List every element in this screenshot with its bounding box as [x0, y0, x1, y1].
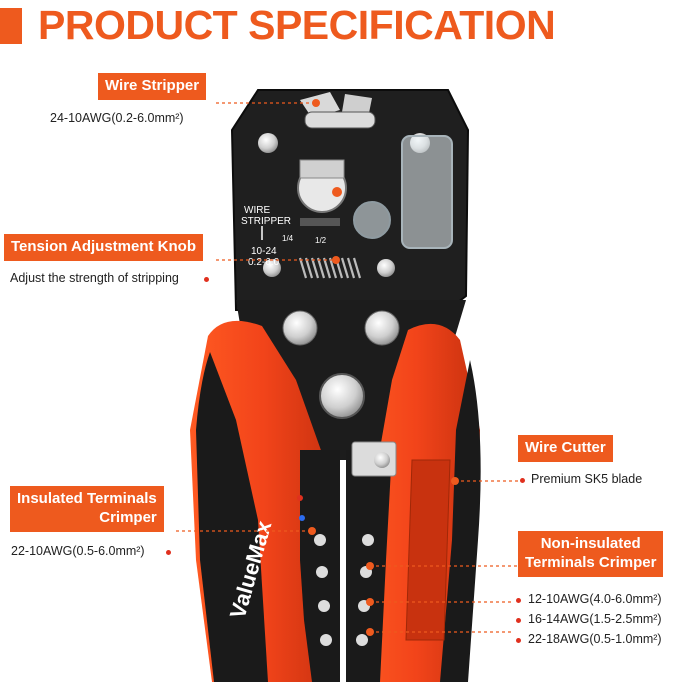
non-insulated-crimper-label: Non-insulated Terminals Crimper — [518, 531, 664, 577]
crimping-jaw-left — [300, 450, 340, 682]
header-accent-bar — [0, 8, 22, 44]
bullet-dot — [204, 277, 209, 282]
marking-range: 10-24 — [251, 246, 277, 257]
bullet-dot — [520, 478, 525, 483]
marking-quarter: 1/4 — [282, 234, 294, 243]
pivot-rivet-right — [364, 310, 400, 346]
cutter-blade — [351, 441, 397, 477]
marking-half: 1/2 — [315, 236, 327, 245]
svg-text:WIRE STRIPPER: WIRE STRIPPER — [241, 205, 291, 227]
page-title: PRODUCT SPECIFICATION — [38, 2, 556, 48]
marking-range-mm: 0.2-6.0 — [248, 257, 280, 268]
wire-stripper-label: Wire Stripper — [98, 73, 207, 100]
wire-cutter-label: Wire Cutter — [518, 435, 613, 462]
head-rivet-left — [258, 133, 278, 153]
marking-stripper: STRIPPER — [241, 216, 291, 227]
insulated-crimper-label: Insulated Terminals Crimper — [10, 486, 164, 532]
bullet-dot — [516, 618, 521, 623]
wire-stripper-spec: 24-10AWG(0.2-6.0mm²) — [50, 111, 184, 125]
insulated-crimper-spec: 22-10AWG(0.5-6.0mm²) — [11, 544, 145, 558]
tension-knob-spec: Adjust the strength of stripping — [10, 271, 179, 285]
bullet-dot — [516, 638, 521, 643]
wire-cutter-spec: Premium SK5 blade — [531, 472, 643, 486]
non-insulated-spec-2: 16-14AWG(1.5-2.5mm²) — [528, 612, 662, 626]
non-insulated-spec-1: 12-10AWG(4.0-6.0mm²) — [528, 592, 662, 606]
bullet-dot — [166, 550, 171, 555]
pivot-rivet-left — [282, 310, 318, 346]
marking-wire: WIRE — [244, 205, 270, 216]
wire-length-gauge — [401, 135, 453, 249]
tension-knob-label: Tension Adjustment Knob — [4, 234, 203, 261]
non-insulated-spec-3: 22-18AWG(0.5-1.0mm²) — [528, 632, 662, 646]
main-pivot — [319, 373, 365, 419]
bullet-dot — [516, 598, 521, 603]
